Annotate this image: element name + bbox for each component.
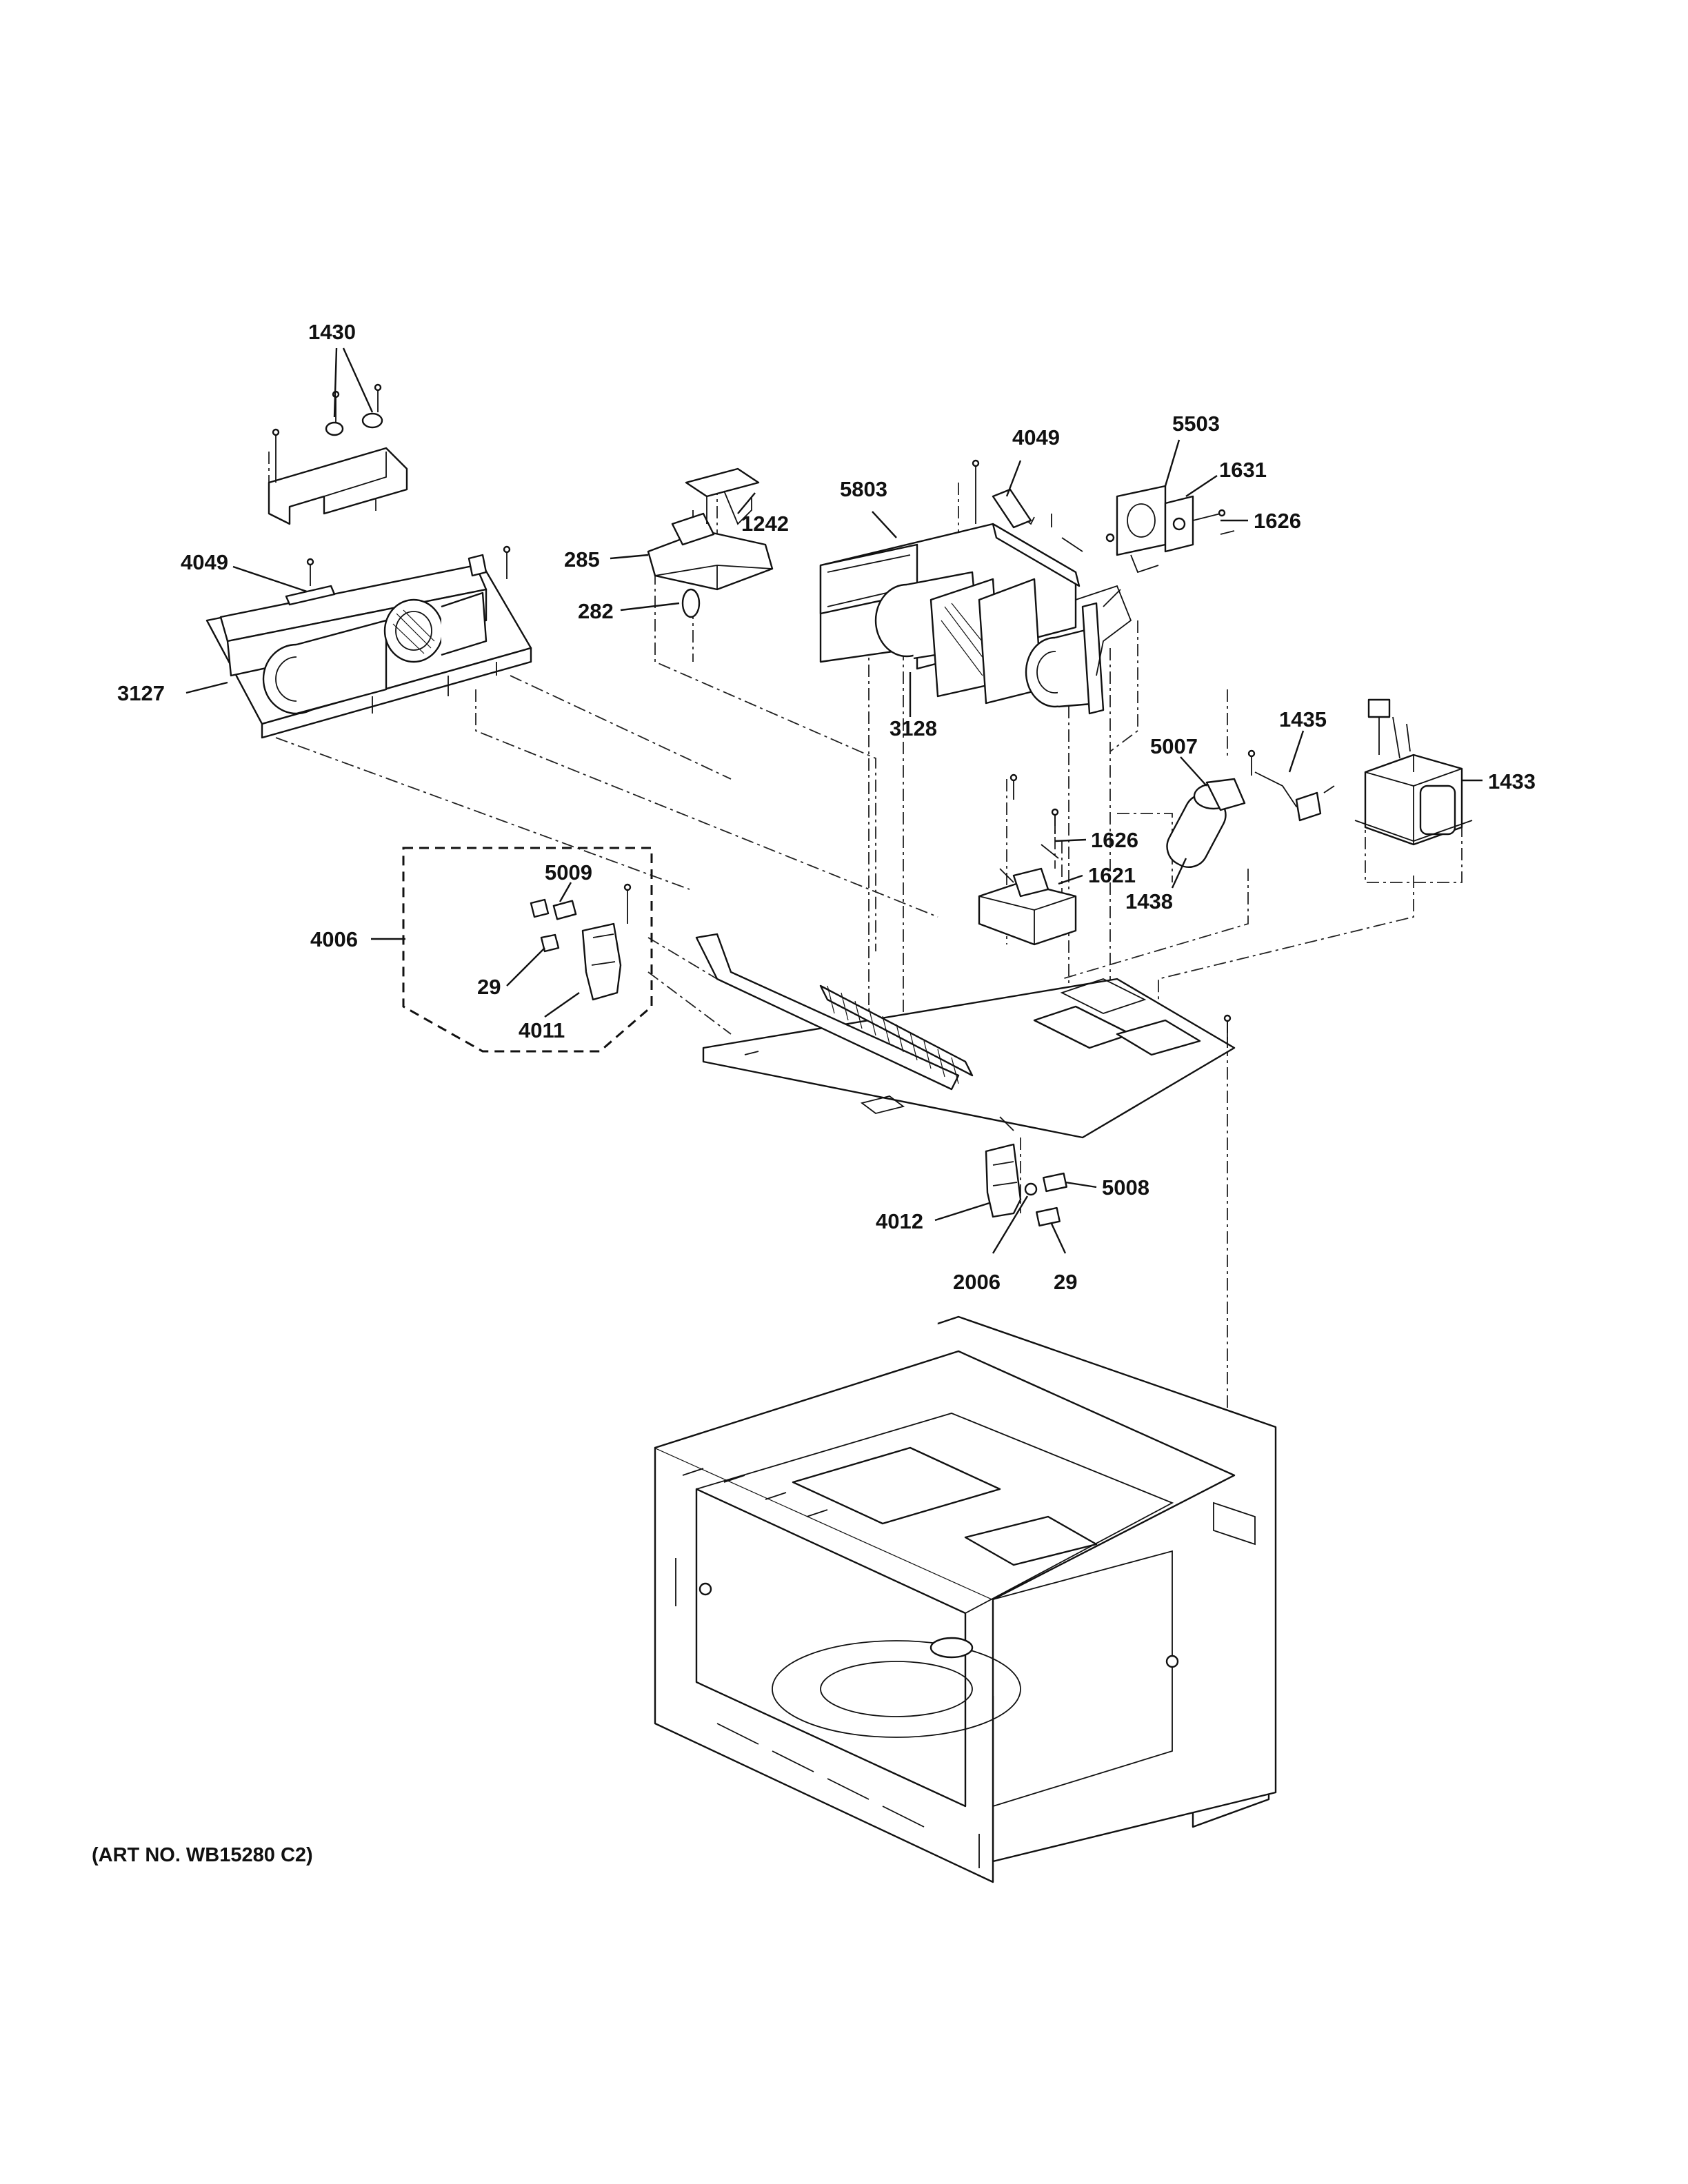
blower-assembly-3128 bbox=[819, 459, 1132, 715]
oven-cavity bbox=[654, 1315, 1277, 1883]
interlock-group-4006 bbox=[402, 847, 653, 1053]
callout-5009: 5009 bbox=[545, 860, 592, 884]
callout-4006: 4006 bbox=[310, 927, 358, 951]
callout-1631: 1631 bbox=[1219, 458, 1267, 482]
bracket-1430 bbox=[268, 383, 408, 525]
callout-1626-mid: 1626 bbox=[1091, 828, 1138, 852]
art-number: (ART NO. WB15280 C2) bbox=[92, 1844, 313, 1866]
leader-lines bbox=[185, 347, 1483, 1254]
callout-5008: 5008 bbox=[1102, 1175, 1149, 1200]
callout-3128: 3128 bbox=[890, 716, 937, 740]
callout-1435: 1435 bbox=[1279, 707, 1327, 731]
callout-1430: 1430 bbox=[308, 320, 356, 344]
callout-4049-right: 4049 bbox=[1012, 425, 1060, 449]
callout-282: 282 bbox=[578, 599, 614, 623]
callout-4011: 4011 bbox=[519, 1018, 565, 1042]
capacitor-1438 bbox=[1166, 749, 1335, 868]
callout-3127: 3127 bbox=[117, 681, 165, 705]
callout-29-left: 29 bbox=[477, 975, 501, 999]
callout-4049-left: 4049 bbox=[181, 550, 228, 574]
lamp-housing-285 bbox=[647, 467, 774, 618]
callout-1621: 1621 bbox=[1088, 863, 1136, 887]
interlock-4012 bbox=[985, 1143, 1067, 1227]
callout-4012: 4012 bbox=[876, 1209, 923, 1233]
bracket-1621 bbox=[978, 774, 1077, 946]
callout-285: 285 bbox=[564, 547, 600, 572]
thermal-bracket-5503 bbox=[1105, 485, 1235, 574]
callout-29-right: 29 bbox=[1054, 1270, 1077, 1294]
callout-1433: 1433 bbox=[1488, 769, 1536, 793]
alignment-lines bbox=[268, 452, 1463, 1496]
callout-1438: 1438 bbox=[1125, 889, 1173, 913]
callout-5007: 5007 bbox=[1150, 734, 1198, 758]
blower-assembly-3127 bbox=[205, 545, 532, 739]
callout-5503: 5503 bbox=[1172, 412, 1220, 436]
callout-labels: 1430 4049 3127 1242 285 282 4049 5803 31… bbox=[117, 320, 1536, 1294]
callout-2006: 2006 bbox=[953, 1270, 1001, 1294]
callout-1626-top: 1626 bbox=[1254, 509, 1301, 533]
transformer-1433 bbox=[1354, 698, 1473, 846]
callout-5803: 5803 bbox=[840, 477, 887, 501]
base-plate bbox=[695, 933, 1236, 1139]
callout-1242: 1242 bbox=[741, 512, 789, 536]
